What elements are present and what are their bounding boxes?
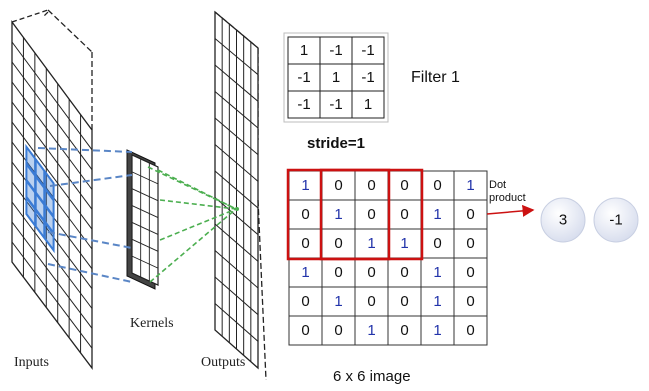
filter-cell: -1 (297, 96, 310, 113)
image-cell: 1 (400, 235, 408, 252)
image-cell: 1 (301, 177, 309, 194)
image-cell: 0 (334, 235, 342, 252)
outputs-label: Outputs (201, 355, 245, 370)
filter-matrix: 1 -1 -1 -1 1 -1 -1 -1 1 (283, 32, 389, 123)
filter-cell: 1 (364, 96, 372, 113)
image-cell: 0 (400, 177, 408, 194)
result-value-1: 3 (559, 212, 567, 229)
filter-cell: -1 (329, 42, 342, 59)
image-cell: 1 (301, 264, 309, 281)
image-cell: 0 (301, 293, 309, 310)
image-cell: 0 (400, 293, 408, 310)
image-cell: 0 (367, 293, 375, 310)
image-label: 6 x 6 image (333, 368, 411, 385)
image-cell: 0 (433, 177, 441, 194)
kernels-label: Kernels (130, 316, 174, 331)
image-cell: 1 (433, 206, 441, 223)
kernel-block (126, 149, 159, 290)
image-matrix: 1 0 0 0 0 1 0 1 0 0 1 0 0 0 1 1 0 0 1 0 0 0 1 0 0 1 0 0 1 0 0 0 1 0 1 0 (288, 170, 488, 346)
filter-label: Filter 1 (411, 69, 460, 86)
image-cell: 1 (433, 322, 441, 339)
image-cell: 0 (334, 177, 342, 194)
kernel-grid (131, 154, 159, 286)
image-cell: 0 (466, 235, 474, 252)
dot-product-line-1: Dot (489, 179, 506, 191)
filter-cell: 1 (332, 69, 340, 86)
image-cell: 0 (334, 322, 342, 339)
image-cell: 0 (301, 235, 309, 252)
image-cell: 1 (367, 322, 375, 339)
image-cell: 0 (466, 264, 474, 281)
kernel-to-output-dashes (147, 166, 237, 283)
window-2 (319, 168, 424, 261)
image-highlight-windows (286, 168, 424, 261)
filter-cell: -1 (361, 69, 374, 86)
image-cell: 0 (466, 322, 474, 339)
image-cell: 1 (433, 293, 441, 310)
image-cell: 0 (400, 264, 408, 281)
image-cell: 1 (334, 206, 342, 223)
image-cell: 0 (367, 264, 375, 281)
filter-cell: -1 (329, 96, 342, 113)
image-cell: 1 (334, 293, 342, 310)
image-cell: 0 (301, 206, 309, 223)
image-cell: 0 (433, 235, 441, 252)
output-focus-point (235, 207, 239, 211)
result-circle-1: 3 (540, 197, 586, 243)
output-sheet (214, 10, 267, 381)
image-cell: 1 (367, 235, 375, 252)
input-sheet (11, 9, 93, 370)
filter-cell: -1 (297, 69, 310, 86)
image-cell: 1 (433, 264, 441, 281)
image-cell: 0 (466, 206, 474, 223)
stride-label: stride=1 (307, 135, 365, 152)
inputs-label: Inputs (14, 355, 49, 370)
image-cell: 0 (400, 322, 408, 339)
image-cell: 0 (400, 206, 408, 223)
input-to-kernel-dashes (37, 147, 133, 283)
result-value-2: -1 (609, 212, 622, 229)
input-highlight-region (25, 143, 55, 254)
image-cell: 0 (367, 206, 375, 223)
result-circle-2: -1 (593, 197, 639, 243)
image-cell: 0 (367, 177, 375, 194)
filter-cell: 1 (300, 42, 308, 59)
dot-product-arrow (486, 204, 535, 217)
output-grid (214, 10, 267, 381)
dot-product-line-2: product (489, 192, 526, 204)
image-cell: 0 (466, 293, 474, 310)
filter-cell: -1 (361, 42, 374, 59)
image-cell: 0 (334, 264, 342, 281)
image-cell: 1 (466, 177, 474, 194)
image-cell: 0 (301, 322, 309, 339)
